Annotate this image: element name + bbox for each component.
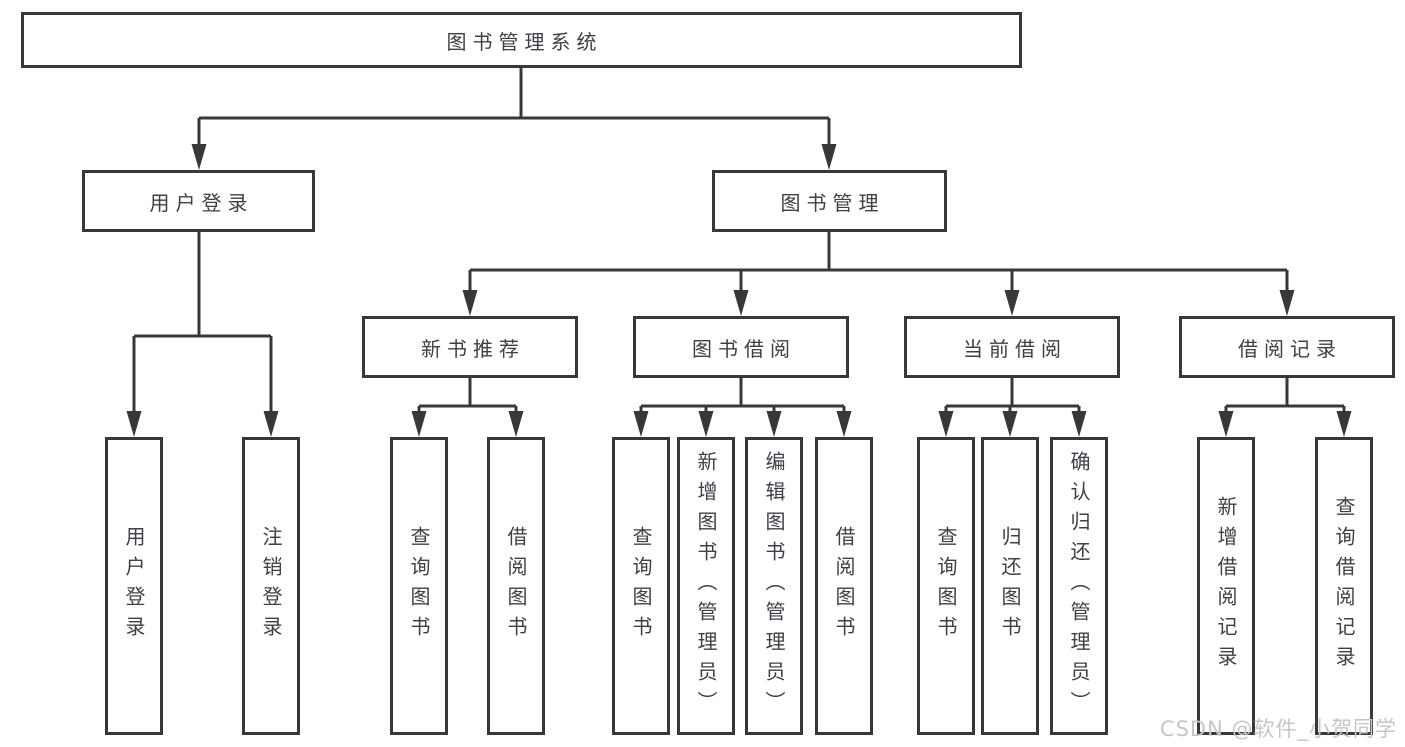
arrowhead-g3b (698, 411, 714, 437)
arrowhead-newbook (462, 290, 478, 316)
arrowhead-g3a (633, 411, 649, 437)
node-borrowing-records: 借阅记录 (1179, 316, 1395, 378)
node-label: 图书管理 (780, 190, 885, 215)
node-label: 查询图书 (407, 526, 431, 646)
leaf-logout: 注销登录 (242, 437, 300, 735)
node-user-login: 用户登录 (82, 170, 315, 232)
node-label: 当前借阅 (963, 336, 1067, 361)
arrowhead-g4a (938, 411, 954, 437)
arrowhead-book-mgmt (821, 144, 837, 170)
leaf-confirm-return-admin: 确认归还（管理员） (1050, 437, 1108, 735)
node-label: 归还图书 (998, 526, 1022, 646)
leaf-edit-books-admin: 编辑图书（管理员） (745, 437, 803, 735)
node-book-borrowing: 图书借阅 (633, 316, 849, 378)
leaf-return-books: 归还图书 (981, 437, 1039, 735)
node-label: 注销登录 (259, 526, 283, 646)
node-label: 编辑图书（管理员） (762, 451, 786, 721)
arrowhead-records (1279, 290, 1295, 316)
node-book-management: 图书管理 (712, 170, 947, 232)
node-label: 查询图书 (934, 526, 958, 646)
node-label: 借阅图书 (504, 526, 528, 646)
arrowhead-user-login (191, 144, 207, 170)
arrowhead-borrow (733, 290, 749, 316)
node-new-book-recommend: 新书推荐 (362, 316, 578, 378)
arrowhead-g4c (1071, 411, 1087, 437)
node-label: 借阅记录 (1238, 336, 1342, 361)
leaf-add-books-admin: 新增图书（管理员） (677, 437, 735, 735)
node-label: 借阅图书 (832, 526, 856, 646)
leaf-user-login: 用户登录 (105, 437, 163, 735)
node-label: 图书管理系统 (446, 29, 603, 54)
arrowhead-g3c (766, 411, 782, 437)
node-label: 用户登录 (122, 526, 146, 646)
leaf-query-books: 查询图书 (390, 437, 448, 735)
node-label: 查询图书 (629, 526, 653, 646)
leaf-query-books: 查询图书 (612, 437, 670, 735)
arrowhead-g4b (1002, 411, 1018, 437)
node-label: 图书借阅 (692, 336, 796, 361)
csdn-watermark: CSDN @软件_小贺同学 (1159, 717, 1397, 741)
leaf-query-books: 查询图书 (917, 437, 975, 735)
arrowhead-g5b (1336, 411, 1352, 437)
node-label: 新书推荐 (421, 336, 525, 361)
arrowhead-current (1004, 290, 1020, 316)
node-label: 查询借阅记录 (1332, 496, 1356, 676)
node-library-management-system: 图书管理系统 (21, 12, 1022, 68)
arrowhead-g3d (836, 411, 852, 437)
node-label: 用户登录 (149, 190, 254, 215)
leaf-add-borrow-record: 新增借阅记录 (1197, 437, 1255, 735)
arrowhead-g5a (1218, 411, 1234, 437)
node-label: 确认归还（管理员） (1067, 451, 1091, 721)
leaf-query-borrow-record: 查询借阅记录 (1315, 437, 1373, 735)
leaf-borrow-books: 借阅图书 (487, 437, 545, 735)
arrowhead-g1b (263, 411, 279, 437)
node-current-borrowing: 当前借阅 (904, 316, 1120, 378)
leaf-borrow-books: 借阅图书 (815, 437, 873, 735)
arrowhead-g1a (126, 411, 142, 437)
arrowhead-g2a (411, 411, 427, 437)
arrowhead-g2b (508, 411, 524, 437)
node-label: 新增图书（管理员） (694, 451, 718, 721)
node-label: 新增借阅记录 (1214, 496, 1238, 676)
